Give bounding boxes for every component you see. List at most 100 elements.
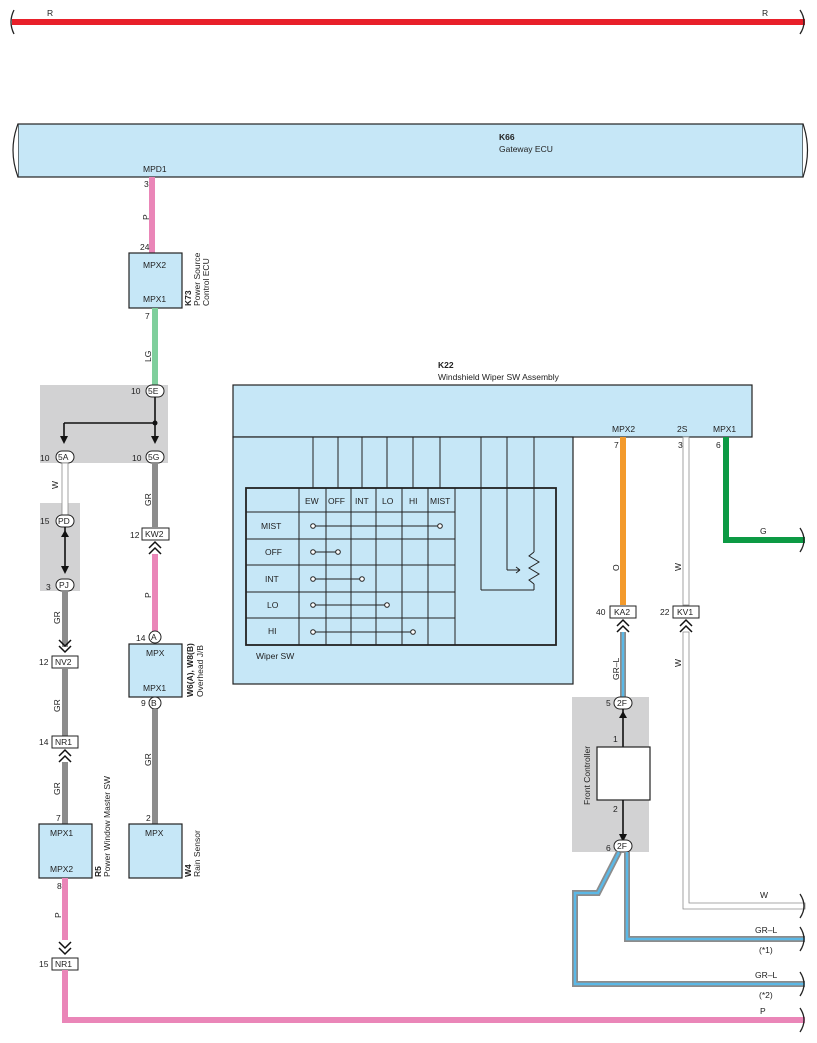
- gateway-ecu: K66 Gateway ECU MPD1: [12, 123, 809, 178]
- svg-text:7: 7: [614, 440, 619, 450]
- svg-text:MPX2: MPX2: [50, 864, 73, 874]
- svg-text:MPX1: MPX1: [50, 828, 73, 838]
- svg-text:P: P: [760, 1006, 766, 1016]
- svg-text:PD: PD: [58, 516, 70, 526]
- svg-text:14: 14: [39, 737, 49, 747]
- connector-ka2: 40 KA2: [596, 605, 637, 619]
- connector-pj: 3 PJ: [46, 578, 75, 592]
- svg-text:O: O: [611, 564, 621, 571]
- svg-text:KV1: KV1: [677, 607, 693, 617]
- svg-text:10: 10: [40, 453, 50, 463]
- svg-text:P: P: [143, 592, 153, 598]
- power-window-master-sw: 7 MPX1 MPX2 R5 Power Window Master SW 8: [38, 776, 112, 891]
- svg-text:5G: 5G: [148, 452, 159, 462]
- svg-text:NR1: NR1: [55, 959, 72, 969]
- gateway-port: MPD1: [143, 164, 167, 174]
- connector-5e: 10 5E: [131, 384, 165, 398]
- svg-text:5E: 5E: [148, 386, 159, 396]
- gateway-name: Gateway ECU: [499, 144, 553, 154]
- wire-color-right: R: [762, 8, 768, 18]
- svg-text:14: 14: [136, 633, 146, 643]
- svg-text:12: 12: [39, 657, 49, 667]
- svg-text:Front Controller: Front Controller: [582, 746, 592, 805]
- svg-text:MPX: MPX: [145, 828, 164, 838]
- svg-text:1: 1: [613, 734, 618, 744]
- svg-text:G: G: [760, 526, 767, 536]
- wire-color-left: R: [47, 8, 53, 18]
- connector-nv2: 12 NV2: [39, 655, 79, 669]
- svg-text:GR: GR: [143, 493, 153, 506]
- svg-text:9: 9: [141, 698, 146, 708]
- wire-grl-out-1: [624, 852, 805, 942]
- rain-sensor: 2 MPX W4 Rain Sensor: [128, 813, 202, 879]
- svg-text:P: P: [53, 912, 63, 918]
- k73-bottom-port: MPX1: [143, 294, 166, 304]
- svg-text:MPX: MPX: [146, 648, 165, 658]
- svg-text:KW2: KW2: [145, 529, 164, 539]
- svg-text:LO: LO: [382, 496, 394, 506]
- wire-color-p: P: [141, 214, 151, 220]
- wiper-sw-assembly: K22 Windshield Wiper SW Assembly MPX2 2S…: [232, 360, 753, 685]
- svg-text:R5: R5: [93, 866, 103, 877]
- connector-nr1-bottom: 15 NR1: [39, 957, 79, 971]
- svg-text:Overhead J/B: Overhead J/B: [195, 645, 205, 697]
- svg-text:HI: HI: [268, 626, 277, 636]
- k73-code: K73: [183, 290, 193, 306]
- connector-pd: 15 PD: [40, 514, 75, 528]
- k73-bottom-pin: 7: [145, 311, 150, 321]
- wire-w-right: [682, 436, 690, 606]
- svg-text:6: 6: [606, 843, 611, 853]
- svg-text:7: 7: [56, 813, 61, 823]
- connector-5g: 10 5G: [132, 450, 165, 464]
- svg-text:W4: W4: [183, 864, 193, 877]
- svg-text:PJ: PJ: [59, 580, 69, 590]
- svg-text:KA2: KA2: [614, 607, 630, 617]
- svg-text:2: 2: [146, 813, 151, 823]
- svg-text:Rain Sensor: Rain Sensor: [192, 830, 202, 877]
- svg-text:W: W: [673, 659, 683, 667]
- wire-w-left: [61, 462, 69, 517]
- svg-text:HI: HI: [409, 496, 418, 506]
- wire-color-lg: LG: [143, 351, 153, 362]
- svg-text:A: A: [151, 632, 157, 642]
- svg-text:B: B: [151, 698, 157, 708]
- svg-text:OFF: OFF: [265, 547, 282, 557]
- front-controller: 5 2F 1 Front Controller 2 6 2F: [572, 696, 651, 853]
- svg-text:OFF: OFF: [328, 496, 345, 506]
- svg-text:10: 10: [131, 386, 141, 396]
- svg-text:5: 5: [606, 698, 611, 708]
- svg-text:MIST: MIST: [261, 521, 281, 531]
- svg-text:(*2): (*2): [759, 990, 773, 1000]
- svg-text:GR–L: GR–L: [755, 970, 777, 980]
- svg-text:8: 8: [57, 881, 62, 891]
- svg-text:LO: LO: [267, 600, 279, 610]
- svg-text:2S: 2S: [677, 424, 688, 434]
- svg-text:15: 15: [40, 516, 50, 526]
- wire-w-out: [682, 631, 806, 910]
- svg-text:22: 22: [660, 607, 670, 617]
- svg-text:15: 15: [39, 959, 49, 969]
- svg-text:12: 12: [130, 530, 140, 540]
- overhead-jb: 14 A MPX MPX1 B 9 W6(A), W8(B) Overhead …: [128, 630, 205, 710]
- connector-kw2: 12 KW2: [130, 527, 170, 541]
- svg-text:K22: K22: [438, 360, 454, 370]
- svg-text:MIST: MIST: [430, 496, 450, 506]
- svg-text:3: 3: [46, 582, 51, 592]
- power-source-ecu: 24 MPX2 MPX1 K73 Power Source Control EC…: [128, 242, 211, 321]
- svg-text:MPX1: MPX1: [713, 424, 736, 434]
- svg-text:GR–L: GR–L: [755, 925, 777, 935]
- svg-text:(*1): (*1): [759, 945, 773, 955]
- svg-text:Wiper SW: Wiper SW: [256, 651, 294, 661]
- k73-top-port: MPX2: [143, 260, 166, 270]
- top-power-wire: R R: [10, 8, 805, 35]
- junction-block: [40, 385, 168, 463]
- svg-text:2: 2: [613, 804, 618, 814]
- svg-text:10: 10: [132, 453, 142, 463]
- svg-text:W: W: [673, 563, 683, 571]
- wire-p-bottom: [62, 970, 805, 1023]
- gateway-pin: 3: [144, 179, 149, 189]
- svg-text:W: W: [760, 890, 768, 900]
- k73-name-1: Power Source: [192, 252, 202, 306]
- svg-text:2F: 2F: [617, 841, 627, 851]
